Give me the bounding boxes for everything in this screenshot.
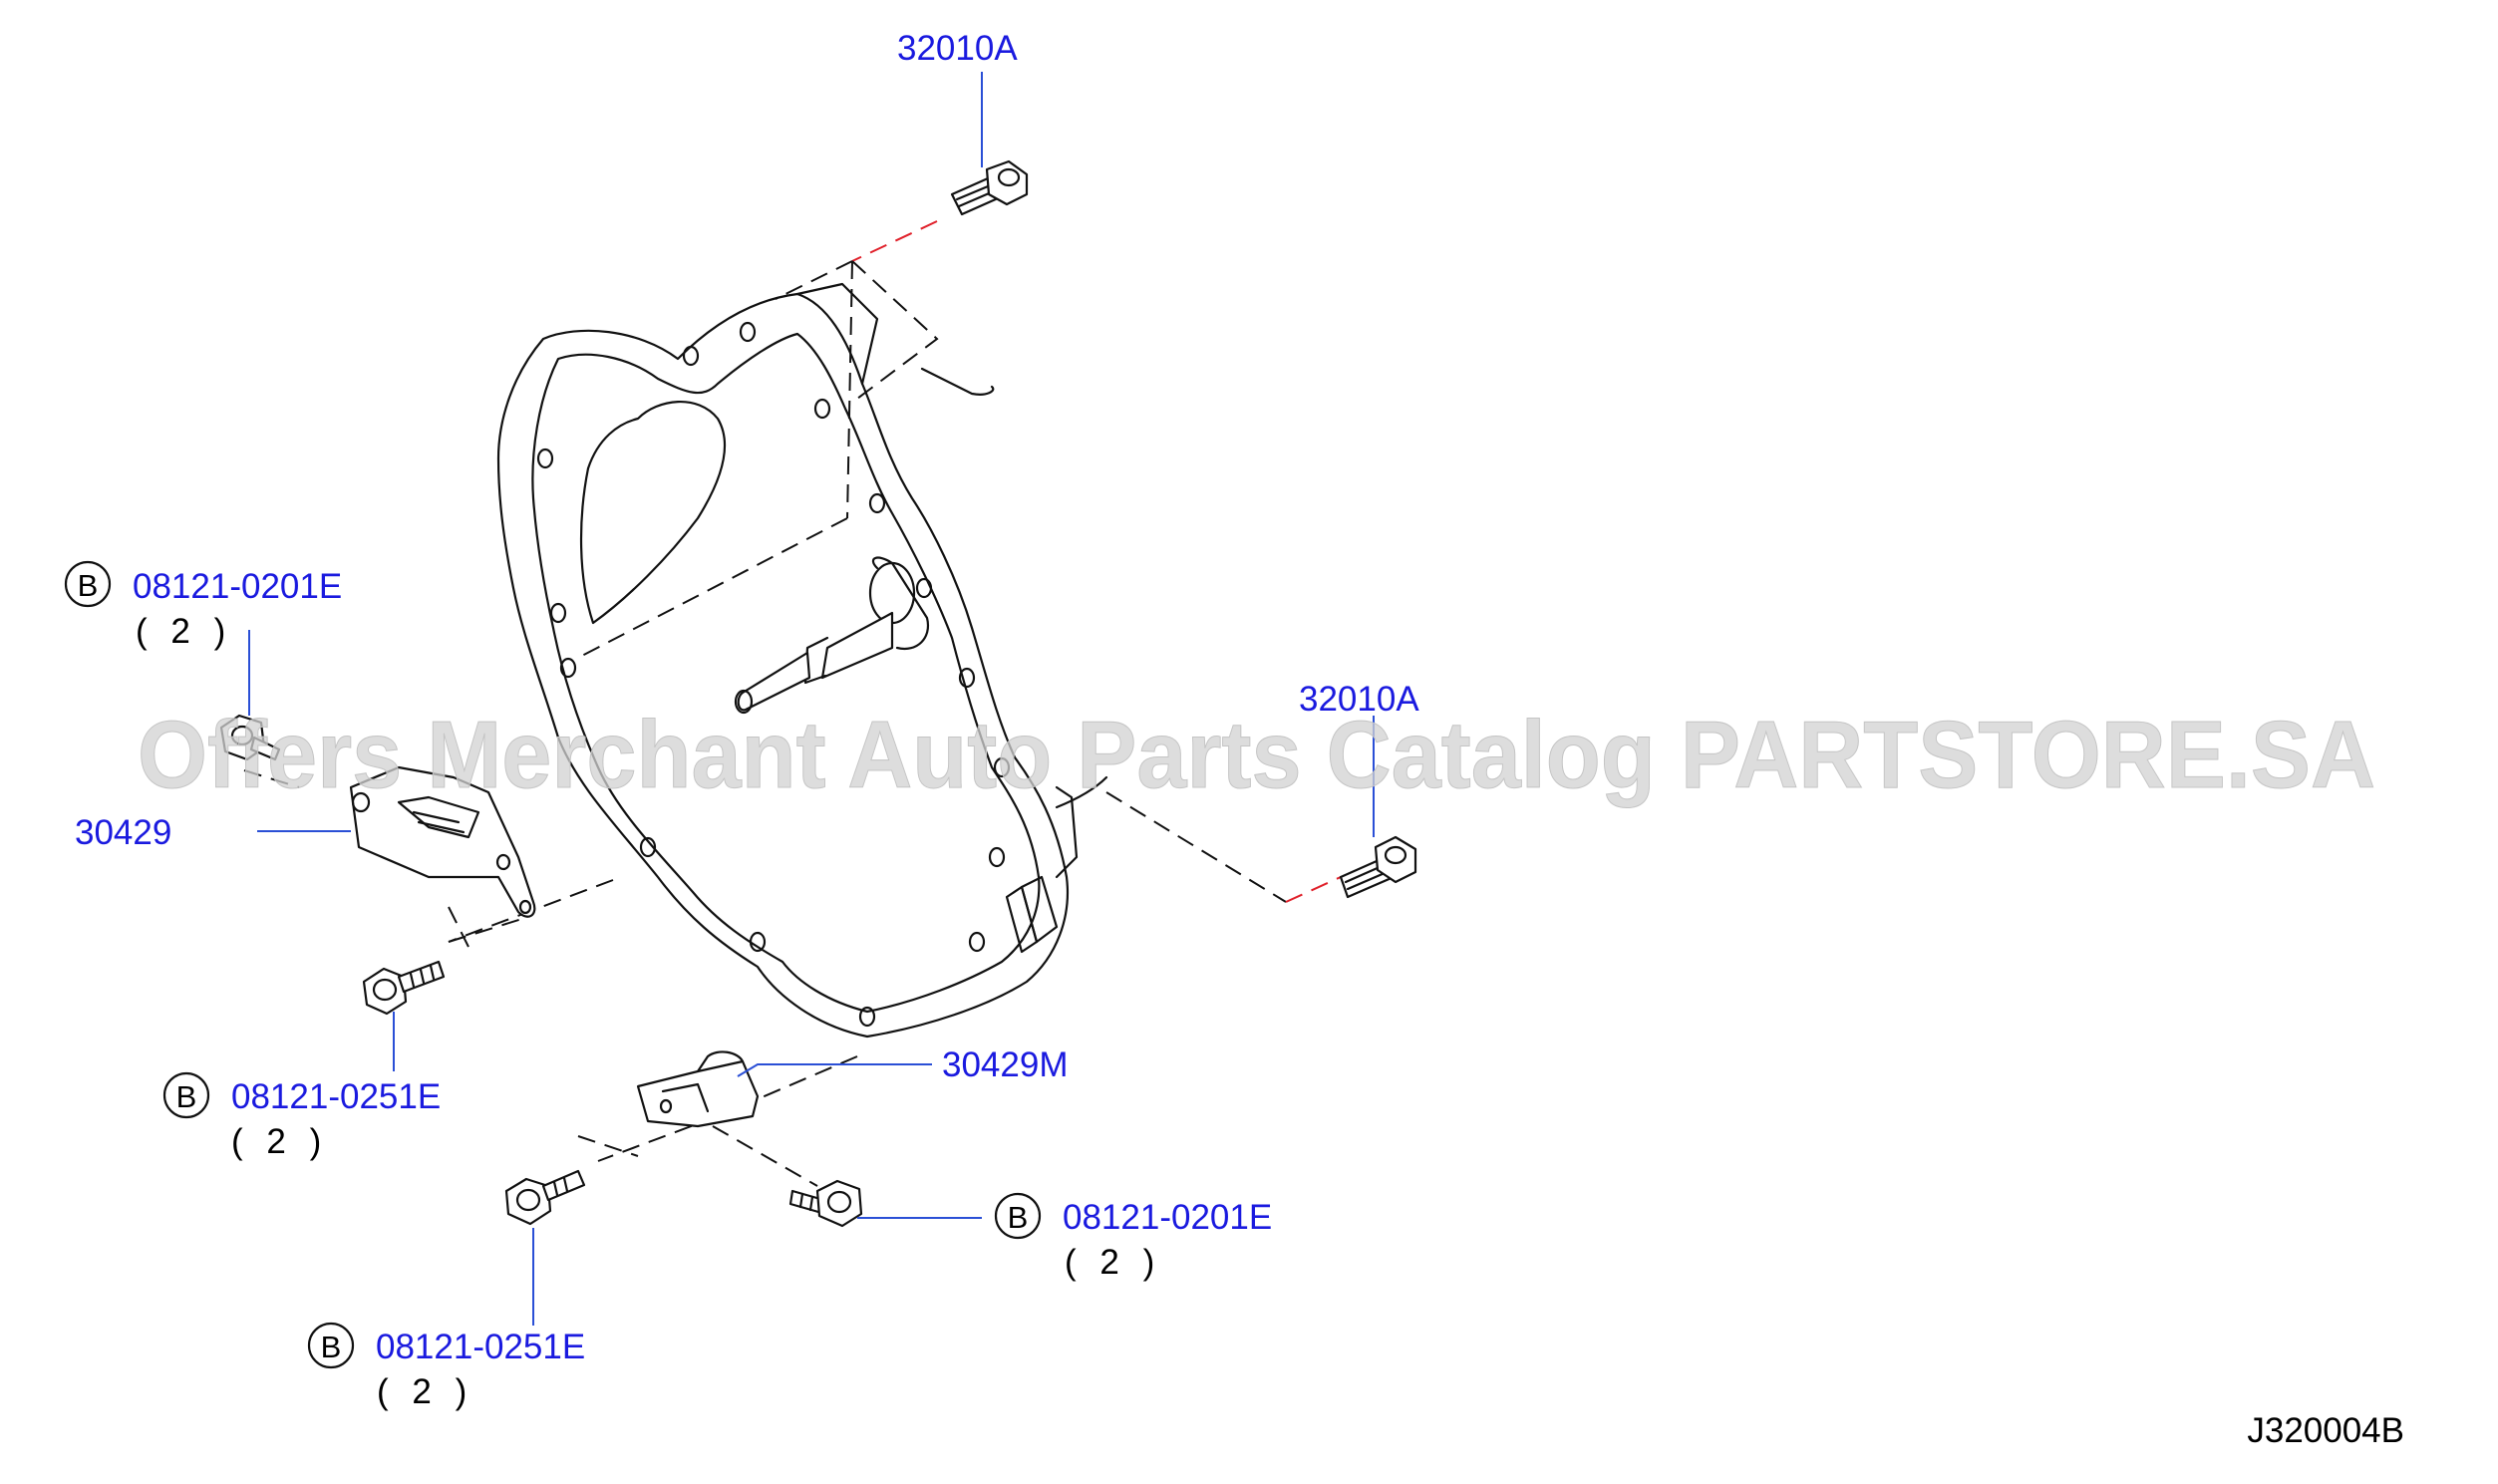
input-shaft bbox=[734, 556, 930, 715]
marker-letter: B bbox=[78, 568, 99, 603]
bolt-top-32010a bbox=[950, 159, 1029, 216]
callout-bolt-lower-right: B 08121-0201E ( 2 ) bbox=[994, 1192, 1272, 1282]
marker-circle bbox=[307, 1322, 355, 1369]
bracket-30429 bbox=[349, 765, 536, 918]
part-number-label: 08121-0201E bbox=[133, 567, 342, 606]
part-number-label: 32010A bbox=[1299, 680, 1419, 719]
callout-bolt-bottom: B 08121-0251E ( 2 ) bbox=[307, 1322, 585, 1411]
flange-holes bbox=[536, 321, 1011, 1028]
bolt-lower-right-08121-0201e bbox=[788, 1179, 863, 1228]
marker-letter: B bbox=[321, 1330, 342, 1364]
watermark-text: Offers Merchant Auto Parts Catalog PARTS… bbox=[138, 702, 2375, 808]
quantity-label: ( 2 ) bbox=[231, 1122, 321, 1161]
bolt-right-32010a bbox=[1339, 835, 1417, 899]
quantity-label: ( 2 ) bbox=[377, 1372, 467, 1411]
callout-bolt-top: 32010A bbox=[897, 29, 1018, 68]
callout-bolt-upper-left: B 08121-0201E ( 2 ) bbox=[64, 560, 342, 651]
marker-circle bbox=[162, 1071, 210, 1119]
part-number-label: 30429 bbox=[75, 813, 171, 852]
part-number-label: 08121-0201E bbox=[1063, 1198, 1272, 1237]
callout-bolt-right: 32010A bbox=[1299, 680, 1419, 719]
leader-lines bbox=[248, 72, 1375, 1326]
transmission-housing bbox=[496, 282, 1108, 1039]
bolt-bottom-08121-0251e bbox=[504, 1169, 586, 1226]
part-number-label: 30429M bbox=[942, 1045, 1068, 1084]
marker-letter: B bbox=[176, 1079, 197, 1114]
quantity-label: ( 2 ) bbox=[136, 612, 225, 651]
marker-circle bbox=[994, 1192, 1042, 1240]
bolt-upper-left-08121-0201e bbox=[219, 714, 281, 761]
marker-letter: B bbox=[1008, 1200, 1029, 1235]
marker-circle bbox=[64, 560, 112, 608]
diagram-code: J320004B bbox=[2247, 1411, 2404, 1450]
bracket-30429m bbox=[636, 1050, 760, 1128]
quantity-label: ( 2 ) bbox=[1065, 1243, 1154, 1282]
bolt-mid-left-08121-0251e bbox=[362, 960, 446, 1016]
part-number-label: 08121-0251E bbox=[231, 1077, 441, 1116]
callout-bracket-lower: 30429M bbox=[942, 1045, 1068, 1084]
part-number-label: 32010A bbox=[897, 29, 1018, 68]
callout-bracket-left: 30429 bbox=[75, 813, 171, 852]
part-number-label: 08121-0251E bbox=[376, 1328, 585, 1366]
callout-bolt-mid-left: B 08121-0251E ( 2 ) bbox=[162, 1071, 441, 1161]
